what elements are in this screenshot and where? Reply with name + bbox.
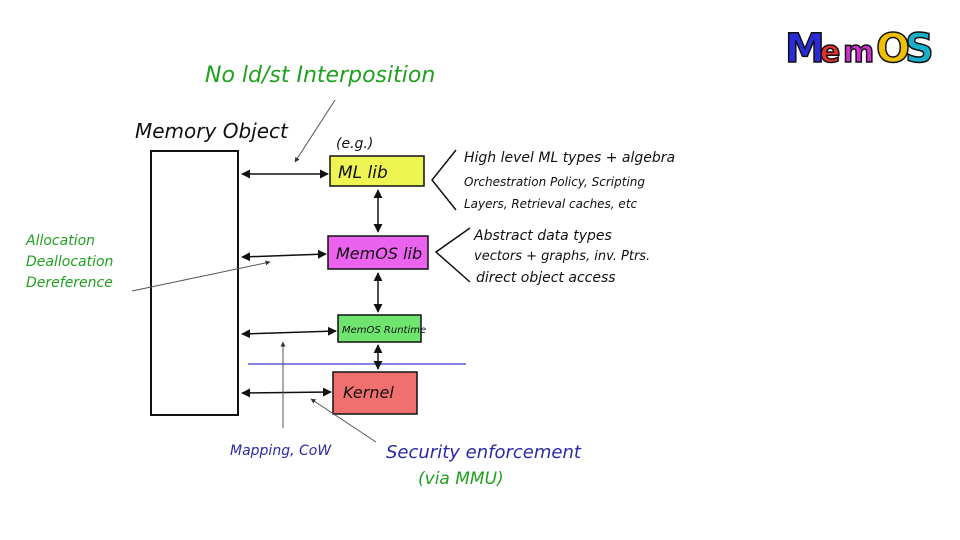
ml-lib-box (329, 155, 425, 187)
arrow-mem-memos-lib (241, 249, 327, 262)
no-ld-st-label: No ld/st Interposition (205, 63, 435, 88)
arrow-mem-kernel (241, 387, 332, 398)
kernel-box (332, 371, 418, 415)
kernel-label: Kernel (343, 383, 394, 402)
eg-label: (e.g.) (336, 136, 373, 152)
arrow-mem-runtime (241, 326, 337, 339)
logo-letter-s: S (905, 26, 934, 72)
ml-lib-label: ML lib (338, 163, 388, 183)
deallocation-label: Deallocation (26, 254, 113, 270)
dereference-label: Dereference (26, 275, 113, 291)
logo-letter-m2: m (843, 35, 874, 70)
ml-lib-notes: High level ML types + algebra Orchestrat… (464, 150, 675, 211)
allocation-label: Allocation (25, 233, 95, 249)
allocation-pointer (131, 260, 271, 292)
allocation-notes: Allocation Deallocation Dereference (25, 233, 113, 291)
memos-logo: M e m O S (784, 25, 934, 73)
ml-lib-note: High level ML types + algebra (464, 150, 675, 166)
logo-letter-o: O (876, 26, 910, 72)
mapping-cow-label: Mapping, CoW (230, 443, 332, 459)
security-pointer (310, 398, 377, 443)
memory-object-box (150, 150, 239, 416)
memory-object-label: Memory Object (135, 119, 289, 143)
memos-lib-notes: Abstract data types vectors + graphs, in… (473, 228, 650, 286)
memos-lib-note: vectors + graphs, inv. Ptrs. (474, 249, 650, 264)
memos-lib-label: MemOS lib (336, 244, 422, 263)
memos-runtime-box (337, 314, 422, 343)
memos-lib-note: Abstract data types (473, 228, 612, 244)
security-via-label: (via MMU) (418, 469, 504, 489)
logo-letter-e: e (820, 35, 840, 70)
ml-lib-note: Layers, Retrieval caches, etc (464, 197, 638, 211)
memos-lib-box (327, 235, 429, 270)
memos-lib-brace (434, 227, 471, 283)
ml-lib-note: Orchestration Policy, Scripting (464, 175, 645, 189)
security-label: Security enforcement (386, 442, 582, 463)
logo-letter-m: M (785, 26, 825, 72)
ml-lib-brace (431, 149, 457, 211)
memos-runtime-label: MemOS Runtime (342, 325, 426, 336)
memos-lib-note: direct object access (476, 270, 616, 286)
no-ld-st-pointer (294, 99, 336, 163)
